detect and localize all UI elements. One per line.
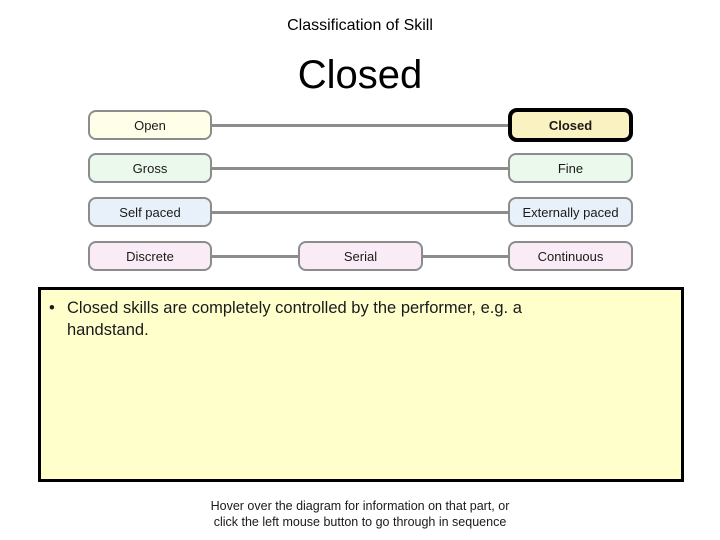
diagram-box-continuous[interactable]: Continuous [508,241,633,271]
slide-subtitle: Classification of Skill [287,17,433,34]
diagram-box-closed-highlighted[interactable]: Closed [508,108,633,142]
diagram-box-serial[interactable]: Serial [298,241,423,271]
footer-line-1: Hover over the diagram for information o… [210,499,510,513]
connector-discrete-serial [212,255,298,258]
info-box-content: • Closed skills are completely controlle… [41,290,681,341]
diagram-box-discrete[interactable]: Discrete [88,241,212,271]
diagram-box-open[interactable]: Open [88,110,212,140]
connector-gross-fine [212,167,508,170]
page-title: Closed [297,53,423,97]
connector-selfpaced-externallypaced [212,211,508,214]
diagram-box-externally-paced[interactable]: Externally paced [508,197,633,227]
info-box: • Closed skills are completely controlle… [38,287,684,482]
diagram-box-fine[interactable]: Fine [508,153,633,183]
footer-instructions: Hover over the diagram for information o… [0,499,720,530]
bullet-marker: • [49,299,55,317]
footer-line-2: click the left mouse button to go throug… [213,514,507,529]
connector-open-closed [212,124,508,127]
connector-serial-continuous [423,255,508,258]
diagram-box-self-paced[interactable]: Self paced [88,197,212,227]
info-box-text: Closed skills are completely controlled … [67,299,522,339]
diagram-box-gross[interactable]: Gross [88,153,212,183]
